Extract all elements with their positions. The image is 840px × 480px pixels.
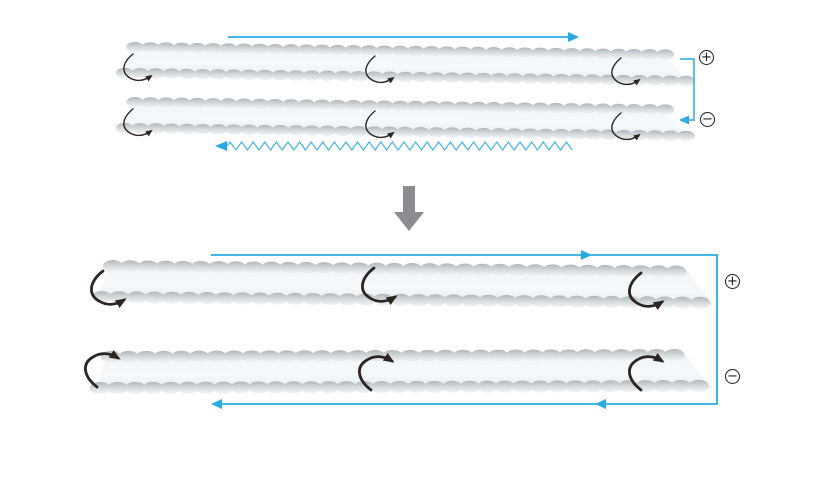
twist-arrow-icon — [365, 110, 395, 139]
bead-row-top — [100, 348, 685, 363]
transition-section — [394, 186, 424, 231]
twist-arrows-filament-b — [123, 108, 641, 141]
twist-arrows-filament-a — [123, 53, 641, 86]
bead-row-top — [102, 260, 687, 278]
filament-a — [115, 41, 695, 87]
filament-pair-top — [115, 41, 695, 142]
filament-b — [115, 96, 695, 142]
bottom-panel — [84, 250, 718, 409]
twist-arrow-icon — [611, 57, 641, 86]
twist-arrows-filament-d — [84, 349, 665, 392]
polarity-bracket — [679, 58, 695, 125]
minus-end-badge-top: − — [700, 112, 715, 127]
bead-row-top — [126, 41, 675, 60]
twist-arrow-icon — [90, 269, 127, 309]
down-arrow-icon — [394, 186, 424, 231]
twist-arrow-icon — [84, 349, 121, 389]
plus-end-badge-top: + — [699, 50, 714, 65]
bead-row-bottom — [115, 67, 695, 87]
top-panel — [115, 32, 695, 152]
twist-arrow-icon — [611, 112, 641, 141]
twist-arrow-icon — [123, 53, 153, 82]
plus-end-badge-bottom: + — [725, 274, 740, 289]
twist-arrow-icon — [123, 108, 153, 137]
bead-row-bottom — [89, 379, 709, 394]
circulation-loop-arrow — [211, 250, 718, 409]
twist-arrow-icon — [628, 271, 665, 311]
bead-row-bottom — [115, 122, 695, 142]
filament-d — [89, 348, 713, 394]
twist-arrow-icon — [358, 352, 395, 392]
twist-arrow-icon — [361, 266, 398, 306]
filament-pair-bottom — [89, 260, 714, 394]
bead-row-top — [126, 96, 675, 115]
twist-arrows-filament-c — [90, 266, 665, 311]
twist-arrow-icon — [628, 352, 665, 392]
zigzag-arrow-left — [215, 140, 573, 152]
twist-arrow-icon — [365, 55, 395, 84]
filament-c — [91, 260, 714, 309]
slide-arrow-right — [228, 32, 579, 42]
minus-end-badge-bottom: − — [725, 369, 740, 384]
